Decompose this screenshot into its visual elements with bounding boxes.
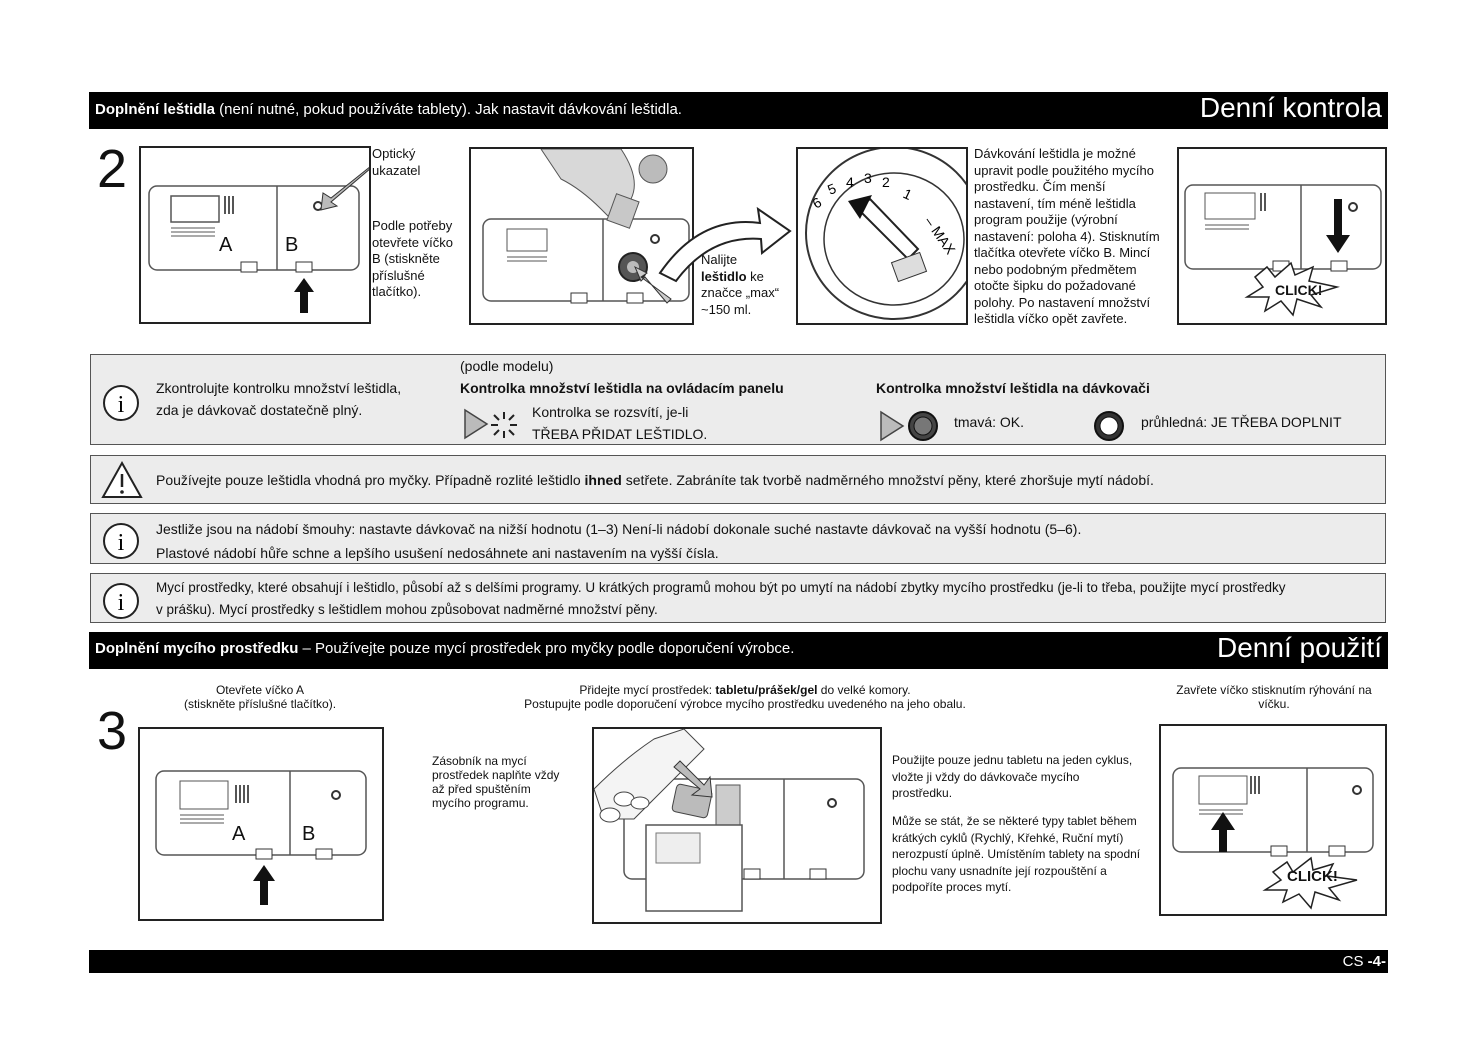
warning-triangle-icon (101, 460, 143, 498)
dispenser-drawing-2 (155, 770, 367, 905)
svg-text:i: i (118, 392, 125, 418)
footer-bar: CS -4- (89, 950, 1388, 973)
click-label-2: CLICK! (1287, 868, 1338, 885)
step-number-3: 3 (97, 701, 128, 761)
footer-page: -4- (1367, 953, 1386, 970)
svg-text:2: 2 (882, 174, 890, 190)
label-a-2: A (232, 823, 246, 845)
step-number: 2 (97, 139, 128, 199)
play-arrow-icon (464, 408, 489, 440)
pour-pre: Nalijte (701, 252, 738, 267)
warning-bold: ihned (584, 472, 622, 488)
page-number: CS -4- (1343, 953, 1386, 970)
svg-text:3: 3 (864, 170, 872, 186)
close-lid-a-drawing (1172, 767, 1374, 910)
panel-text-1: Kontrolka se rozsvítí, je-li (532, 404, 689, 420)
dial-drawing: 6 5 4 3 2 1 – MAX (805, 149, 966, 320)
warning-box: Používejte pouze leštidla vhodná pro myč… (90, 455, 1386, 504)
tablet-dissolve-text: Může se stát, že se některé typy tablet … (892, 814, 1141, 894)
rinse-aid-indicator-box: i Zkontrolujte kontrolku množství leštid… (90, 354, 1386, 445)
streaks-text: Jestliže jsou na nádobí šmouhy: nastavte… (156, 517, 1081, 565)
combi-line-1: Mycí prostředky, které obsahují i leštid… (156, 580, 1286, 595)
panel-text-2: TŘEBA PŘIDAT LEŠTIDLO. (532, 426, 708, 442)
streaks-info-box: i Jestliže jsou na nádobí šmouhy: nastav… (90, 513, 1386, 564)
dark-indicator-icon (908, 411, 938, 441)
click-label: CLICK! (1275, 282, 1323, 298)
warning-pre: Používejte pouze leštidla vhodná pro myč… (156, 472, 585, 488)
dispenser-drawing (148, 166, 369, 313)
dispenser-indicator-title: Kontrolka množství leštidla na dávkovači (876, 380, 1150, 396)
add-bold: tabletu/prášek/gel (715, 683, 818, 697)
info-icon: i (103, 385, 139, 421)
info-icon-3: i (103, 583, 139, 619)
section-header-detergent: Doplnění mycího prostředku – Používejte … (89, 632, 1388, 669)
section-header-rinse-aid: Doplnění leštidla (není nutné, pokud pou… (89, 92, 1388, 129)
close-lid-a-illustration: CLICK! (1159, 724, 1387, 916)
close-lid-drawing (1184, 184, 1382, 317)
section-title: Denní kontrola (1199, 92, 1382, 123)
open-lid-a-1: Otevřete víčko A (215, 683, 305, 697)
add-tablet-illustration (592, 727, 882, 924)
lit-lamp-icon (491, 412, 517, 438)
check-text-2: zda je dávkovač dostatečně plný. (156, 402, 363, 418)
dosing-instructions-text: Dávkování leštidla je možné upravit podl… (974, 146, 1160, 326)
add-detergent-caption: Přidejte mycí prostředek: tabletu/prášek… (480, 683, 1010, 711)
play-arrow-icon-2 (880, 410, 905, 442)
pour-bold: leštidlo (701, 268, 747, 284)
footer-lang: CS (1342, 953, 1368, 970)
add-line-2: Postupujte podle doporučení výrobce mycí… (524, 697, 966, 711)
pouring-rinse-aid-illustration (469, 147, 694, 325)
dispenser-illustration-open-b: A B (139, 146, 371, 324)
streaks-line-2: Plastové nádobí hůře schne a lepšího usu… (156, 545, 719, 561)
pour-rinse-aid-text: Nalijte leštidlo ke značce „max“ ~150 ml… (701, 252, 787, 318)
label-a: A (219, 234, 233, 256)
check-text-1: Zkontrolujte kontrolku množství leštidla… (156, 380, 402, 396)
clear-indicator-icon (1094, 411, 1124, 441)
label-b: B (285, 234, 299, 256)
info-icon-2: i (103, 523, 139, 559)
check-indicator-text: Zkontrolujte kontrolku množství leštidla… (156, 377, 401, 421)
streaks-line-1: Jestliže jsou na nádobí šmouhy: nastavte… (156, 521, 1082, 537)
add-post: do velké komory. (817, 683, 911, 697)
header-title-bold: Doplnění leštidla (95, 101, 216, 118)
open-lid-b-text: Podle potřeby otevřete víčko B (stisknět… (372, 218, 453, 299)
curved-arrow-icon (658, 206, 792, 283)
dispenser-illustration-open-a: A B (138, 727, 384, 921)
optical-indicator-label: Optický ukazatel (372, 146, 421, 178)
label-b-2: B (302, 823, 316, 845)
svg-text:i: i (118, 590, 125, 616)
svg-text:i: i (118, 530, 125, 556)
svg-text:4: 4 (846, 174, 854, 190)
warning-text: Používejte pouze leštidla vhodná pro myč… (156, 469, 1154, 491)
model-note: (podle modelu) (460, 358, 554, 374)
fill-before-text: Zásobník na mycí prostředek naplňte vždy… (432, 754, 560, 810)
close-lid-caption: Zavřete víčko stisknutím rýhování na víč… (1176, 683, 1372, 711)
add-tablet-drawing (594, 729, 865, 912)
open-lid-a-caption: Otevřete víčko A (stiskněte příslušné tl… (160, 683, 360, 711)
panel-indicator-title: Kontrolka množství leštidla na ovládacím… (460, 380, 784, 396)
open-lid-a-2: (stiskněte příslušné tlačítko). (183, 697, 337, 711)
panel-indicator-text: Kontrolka se rozsvítí, je-li TŘEBA PŘIDA… (532, 401, 707, 445)
header-title-rest: (není nutné, pokud používáte tablety). J… (215, 101, 682, 118)
close-lid-b-illustration: CLICK! (1177, 147, 1387, 325)
combi-detergent-info-box: i Mycí prostředky, které obsahují i lešt… (90, 573, 1386, 623)
combi-line-2: v prášku). Mycí prostředky s leštidlem m… (156, 602, 658, 617)
dosage-dial-illustration: 6 5 4 3 2 1 – MAX (796, 147, 968, 325)
add-pre: Přidejte mycí prostředek: (579, 683, 716, 697)
pour-post: ke značce „max“ ~150 ml. (701, 268, 780, 317)
warning-post: setřete. Zabráníte tak tvorbě nadměrného… (621, 472, 1154, 488)
dark-ok-text: tmavá: OK. (954, 414, 1025, 430)
clear-refill-text: průhledná: JE TŘEBA DOPLNIT (1141, 414, 1342, 430)
pouring-drawing (482, 149, 690, 304)
section-title-2: Denní použití (1217, 632, 1382, 663)
header2-title-bold: Doplnění mycího prostředku (95, 640, 299, 657)
combi-detergent-text: Mycí prostředky, které obsahují i leštid… (156, 577, 1285, 621)
header2-title-rest: – Používejte pouze mycí prostředek pro m… (298, 640, 795, 657)
one-tablet-text: Použijte pouze jednu tabletu na jeden cy… (892, 753, 1133, 800)
